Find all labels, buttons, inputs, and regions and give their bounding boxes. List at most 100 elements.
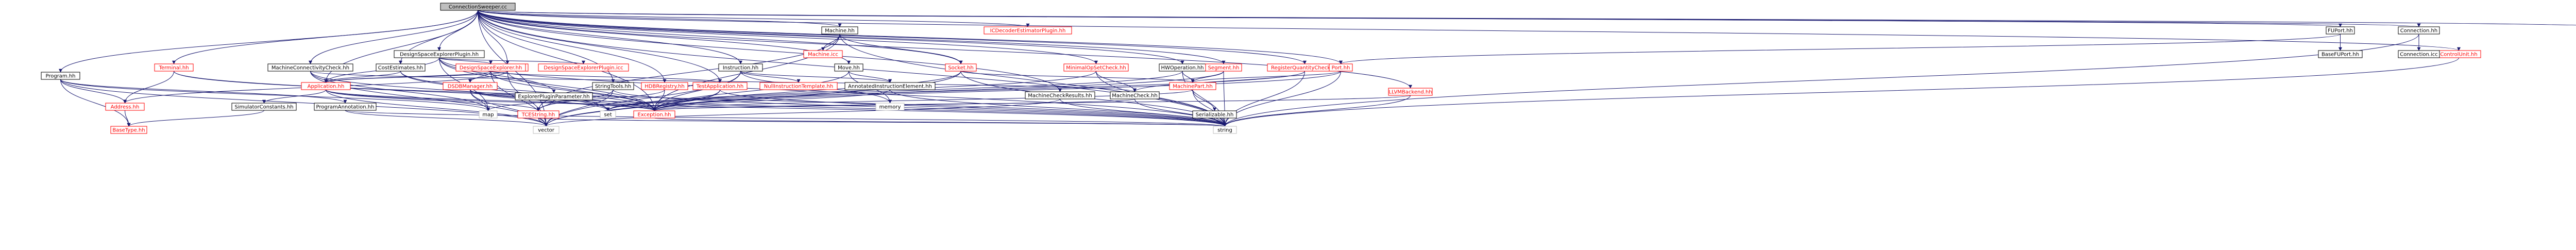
edge-root-to-machine — [478, 10, 842, 27]
node-box — [834, 63, 863, 72]
edge-dse-to-exception — [490, 71, 656, 111]
node-application[interactable]: Application.hh — [301, 82, 351, 90]
node-connection[interactable]: Connection.hh — [2398, 26, 2440, 35]
node-label: MinimalOpSetCheck.hh — [1066, 65, 1126, 71]
node-label: vector — [538, 128, 555, 134]
node-move[interactable]: Move.hh — [834, 63, 863, 72]
edge-port-to-machinepart — [1191, 71, 1341, 83]
node-set[interactable]: set — [600, 110, 616, 119]
node-label: Instruction.hh — [723, 65, 758, 71]
node-memory[interactable]: memory — [875, 103, 905, 111]
node-machinepart[interactable]: MachinePart.hh — [1169, 82, 1216, 90]
node-box — [821, 26, 858, 35]
edge-machinepart-to-serializable — [1192, 89, 1216, 111]
node-label: MachineConnectivityCheck.hh — [272, 65, 349, 71]
node-string[interactable]: string — [1213, 126, 1237, 134]
node-vector[interactable]: vector — [533, 126, 560, 134]
edge-dsep-to-dsepicc — [439, 57, 585, 64]
node-label: Connection.icc — [2400, 52, 2438, 58]
node-box — [440, 3, 516, 11]
node-box — [2398, 26, 2440, 35]
node-box — [301, 82, 351, 90]
node-label: LLVMBackend.hh — [1388, 90, 1432, 95]
edge-root-to-hdbregistry — [478, 10, 667, 83]
node-hwop[interactable]: HWOperation.hh — [1159, 63, 1206, 72]
node-dsepicc[interactable]: DesignSpaceExplorerPlugin.icc — [538, 63, 629, 72]
node-box — [231, 103, 297, 111]
node-program[interactable]: Program.hh — [41, 72, 80, 80]
node-instruction[interactable]: Instruction.hh — [718, 63, 763, 72]
node-dse[interactable]: DesignSpaceExplorer.hh — [455, 63, 526, 72]
node-simconst[interactable]: SimulatorConstants.hh — [231, 103, 297, 111]
node-basetype[interactable]: BaseType.hh — [110, 126, 147, 134]
edge-root-to-instruction — [478, 10, 742, 64]
node-terminal[interactable]: Terminal.hh — [154, 63, 194, 72]
node-explorerparam[interactable]: ExplorerPluginParameter.hh — [515, 92, 593, 101]
node-nullinstrtmpl[interactable]: NullInstructionTemplate.hh — [759, 82, 838, 90]
node-fuport[interactable]: FUPort.hh — [2326, 26, 2355, 35]
node-mconnchk[interactable]: MachineConnectivityCheck.hh — [267, 63, 353, 72]
edge-program-to-map — [60, 79, 490, 111]
node-label: map — [482, 112, 494, 118]
edge-testapp-to-vector — [544, 89, 720, 127]
node-box — [110, 126, 147, 134]
node-testapp[interactable]: TestApplication.hh — [692, 82, 748, 90]
edge-root-to-socket — [478, 10, 963, 64]
node-box — [41, 72, 80, 80]
node-basefuport[interactable]: BaseFUPort.hh — [2318, 50, 2363, 58]
node-address[interactable]: Address.hh — [105, 103, 145, 111]
edge-machinepart-to-exception — [652, 89, 1193, 111]
node-connectioncc[interactable]: Connection.icc — [2398, 50, 2440, 58]
node-socket[interactable]: Socket.hh — [945, 63, 977, 72]
edge-application-to-tcestring — [326, 89, 540, 111]
node-mcheckresults[interactable]: MachineCheckResults.hh — [1025, 91, 1095, 99]
node-machine[interactable]: Machine.hh — [821, 26, 858, 35]
node-map[interactable]: map — [479, 110, 498, 119]
node-label: BaseFUPort.hh — [2321, 52, 2359, 58]
node-label: DesignSpaceExplorer.hh — [460, 65, 522, 71]
node-machineicc[interactable]: Machine.icc — [803, 50, 843, 58]
edge-application-to-vector — [326, 89, 548, 127]
node-llvmbackend[interactable]: LLVMBackend.hh — [1388, 88, 1433, 96]
node-exception[interactable]: Exception.hh — [633, 110, 675, 119]
node-hdbregistry[interactable]: HDBRegistry.hh — [641, 82, 688, 90]
node-dsdbmanager[interactable]: DSDBManager.hh — [443, 82, 498, 90]
node-ifmisc[interactable]: ICDecoderEstimatorPlugin.hh — [984, 26, 1072, 35]
node-machinecheck[interactable]: MachineCheck.hh — [1110, 91, 1160, 99]
node-label: memory — [879, 105, 901, 110]
node-port[interactable]: Port.hh — [1329, 63, 1353, 72]
node-stringtools[interactable]: StringTools.hh — [592, 82, 634, 90]
node-box — [479, 110, 498, 119]
node-label: Machine.hh — [825, 28, 855, 34]
node-dsep[interactable]: DesignSpaceExplorerPlugin.hh — [394, 50, 485, 58]
node-box — [538, 63, 629, 72]
node-segment[interactable]: Segment.hh — [1205, 63, 1242, 72]
node-proganno[interactable]: ProgramAnnotation.hh — [314, 103, 377, 111]
node-controlunit[interactable]: ControlUnit.hh — [2436, 50, 2481, 58]
edge-tcestring-to-vector — [538, 118, 548, 127]
node-costest[interactable]: CostEstimates.hh — [376, 63, 426, 72]
node-annotated[interactable]: AnnotatedInstructionElement.hh — [844, 82, 936, 90]
edge-proganno-to-string — [345, 110, 1227, 127]
node-label: Address.hh — [111, 105, 140, 110]
edge-annotated-to-exception — [652, 89, 890, 111]
node-label: ICDecoderEstimatorPlugin.hh — [990, 28, 1066, 34]
node-root[interactable]: ConnectionSweeper.cc — [440, 3, 516, 11]
edge-serializable-to-string — [1214, 118, 1227, 127]
node-label: MachineCheck.hh — [1112, 93, 1157, 99]
node-tcestring[interactable]: TCEString.hh — [517, 110, 560, 119]
node-label: DesignSpaceExplorerPlugin.hh — [400, 52, 479, 58]
node-serializable[interactable]: Serializable.hh — [1192, 110, 1237, 119]
edge-hwop-to-set — [606, 71, 1183, 111]
node-box — [267, 63, 353, 72]
node-box — [718, 63, 763, 72]
node-label: Serializable.hh — [1196, 112, 1234, 118]
node-minopset[interactable]: MinimalOpSetCheck.hh — [1063, 63, 1129, 72]
node-box — [2326, 26, 2355, 35]
edge-terminal-to-exception — [174, 71, 656, 111]
edge-dsep-to-exception — [439, 57, 656, 111]
node-box — [2318, 50, 2363, 58]
edge-simconst-to-basetype — [127, 110, 264, 127]
node-box — [533, 126, 560, 134]
edge-root-to-mcheckresults — [478, 10, 1062, 92]
